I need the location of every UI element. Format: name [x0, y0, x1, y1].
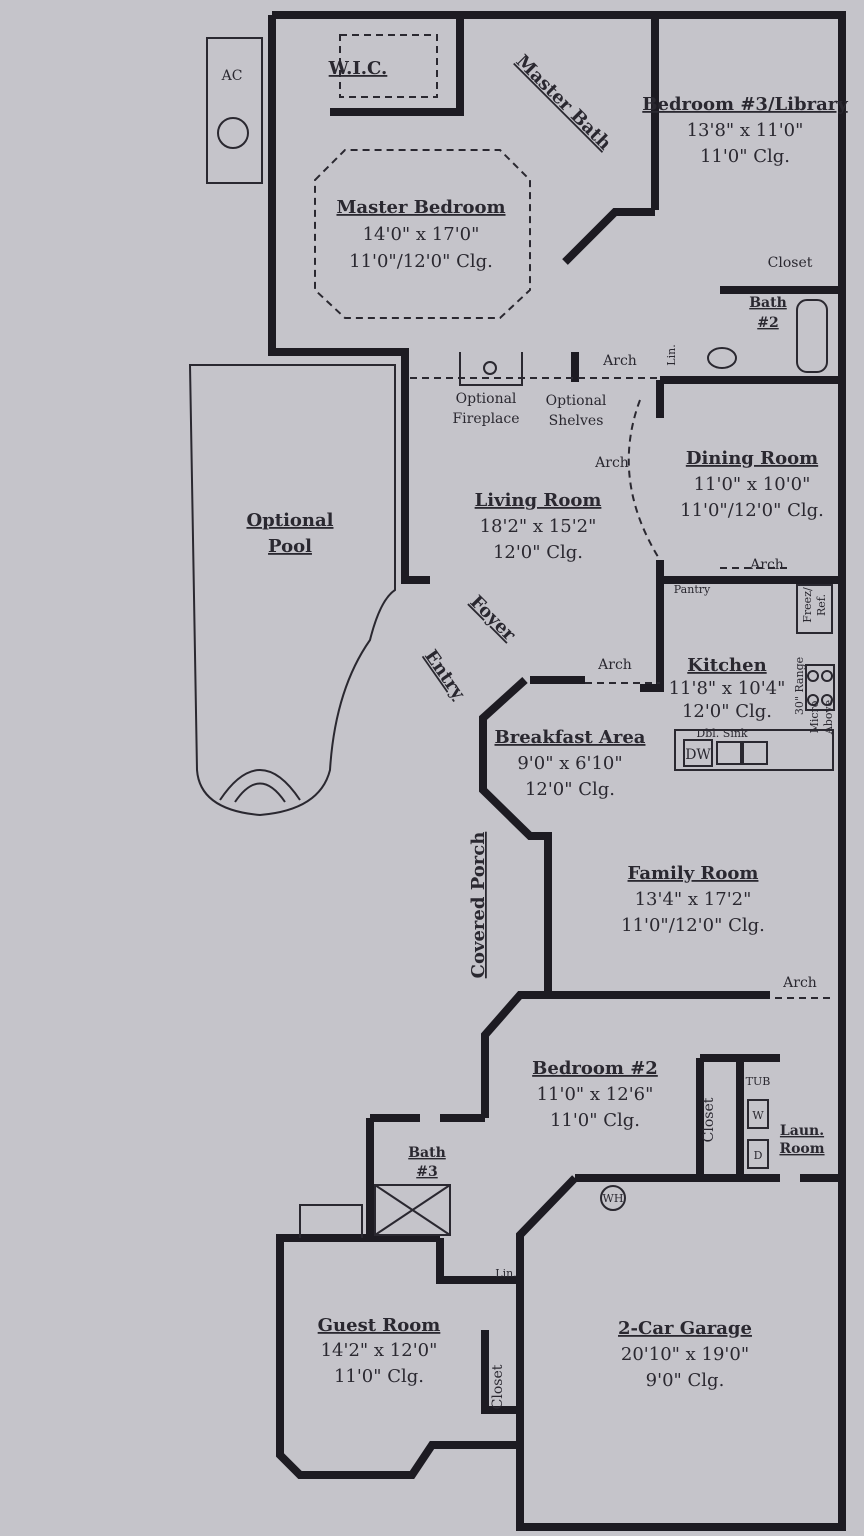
- kitchen-size: 11'8" x 10'4": [669, 678, 786, 699]
- dining-ceiling: 11'0"/12'0" Clg.: [680, 500, 824, 521]
- dining-size: 11'0" x 10'0": [694, 474, 811, 495]
- bedroom2-ceiling: 11'0" Clg.: [550, 1110, 640, 1131]
- micro-label-2: Above: [822, 700, 835, 735]
- tub-label: TUB: [746, 1075, 771, 1088]
- laundry-name-1: Laun.: [780, 1123, 824, 1139]
- living-name: Living Room: [475, 490, 602, 511]
- living-size: 18'2" x 15'2": [480, 516, 597, 537]
- living-ceiling: 12'0" Clg.: [493, 542, 583, 563]
- washer-label: W: [752, 1109, 764, 1122]
- micro-label-1: Micro: [808, 700, 821, 733]
- arch-label: Arch: [602, 353, 637, 369]
- family-name: Family Room: [628, 863, 759, 884]
- entry-label: Entry: [420, 646, 469, 704]
- bedroom2-name: Bedroom #2: [532, 1058, 658, 1079]
- guest-size: 14'2" x 12'0": [321, 1340, 438, 1361]
- guest-ceiling: 11'0" Clg.: [334, 1366, 424, 1387]
- breakfast-size: 9'0" x 6'10": [517, 753, 622, 774]
- kitchen-ceiling: 12'0" Clg.: [682, 701, 772, 722]
- pantry-label: Pantry: [674, 583, 711, 596]
- family-ceiling: 11'0"/12'0" Clg.: [621, 915, 765, 936]
- laundry-name-2: Room: [779, 1141, 824, 1157]
- bedroom3-name: Bedroom #3/Library: [642, 94, 848, 115]
- garage-ceiling: 9'0" Clg.: [646, 1370, 725, 1391]
- shelves-label-1: Optional: [546, 393, 607, 409]
- fireplace-label-1: Optional: [456, 391, 517, 407]
- freezer-label-2: Ref.: [815, 594, 828, 616]
- bath3-num: #3: [416, 1164, 437, 1180]
- bath2-name: Bath: [749, 295, 787, 311]
- pool-name-1: Optional: [246, 510, 333, 531]
- bath2-num: #2: [757, 315, 778, 331]
- bedroom2-size: 11'0" x 12'6": [537, 1084, 654, 1105]
- range-label: 30" Range: [793, 657, 806, 715]
- arch-label: Arch: [597, 657, 632, 673]
- kitchen-name: Kitchen: [687, 655, 766, 676]
- foyer-label: Foyer: [466, 591, 520, 645]
- ac-label: AC: [221, 68, 243, 84]
- master-bedroom-size: 14'0" x 17'0": [363, 224, 480, 245]
- pool-name-2: Pool: [268, 536, 312, 557]
- water-heater-label: WH: [603, 1192, 624, 1205]
- garage-name: 2-Car Garage: [618, 1318, 752, 1339]
- lin-label: Lin.: [665, 344, 678, 365]
- dining-name: Dining Room: [686, 448, 818, 469]
- guest-name: Guest Room: [318, 1315, 441, 1336]
- bath3-name: Bath: [408, 1145, 446, 1161]
- breakfast-ceiling: 12'0" Clg.: [525, 779, 615, 800]
- shelves-label-2: Shelves: [549, 413, 604, 429]
- freezer-label-1: Freez/: [801, 587, 814, 623]
- master-bath-label: Master Bath: [512, 51, 616, 155]
- porch-label: Covered Porch: [468, 832, 489, 979]
- wic-label: W.I.C.: [328, 58, 388, 79]
- arch-label: Arch: [594, 455, 629, 471]
- fireplace-label-2: Fireplace: [452, 411, 519, 427]
- bedroom3-ceiling: 11'0" Clg.: [700, 146, 790, 167]
- closet-label: Closet: [768, 255, 813, 271]
- interior-walls: [330, 15, 842, 1445]
- arch-label: Arch: [782, 975, 817, 991]
- closet-label: Closet: [490, 1364, 506, 1409]
- dishwasher-label: DW: [685, 747, 711, 763]
- master-bedroom-ceiling: 11'0"/12'0" Clg.: [349, 251, 493, 272]
- dryer-label: D: [754, 1149, 763, 1162]
- sink-label: Dbl. Sink: [696, 727, 748, 740]
- family-size: 13'4" x 17'2": [635, 889, 752, 910]
- arch-label: Arch: [749, 557, 784, 573]
- garage-size: 20'10" x 19'0": [621, 1344, 749, 1365]
- closet-label: Closet: [701, 1097, 717, 1142]
- fixtures: [188, 34, 835, 1238]
- bedroom3-size: 13'8" x 11'0": [687, 120, 804, 141]
- lin-label: Lin.: [495, 1267, 516, 1280]
- master-bedroom-name: Master Bedroom: [336, 197, 505, 218]
- breakfast-name: Breakfast Area: [495, 727, 646, 748]
